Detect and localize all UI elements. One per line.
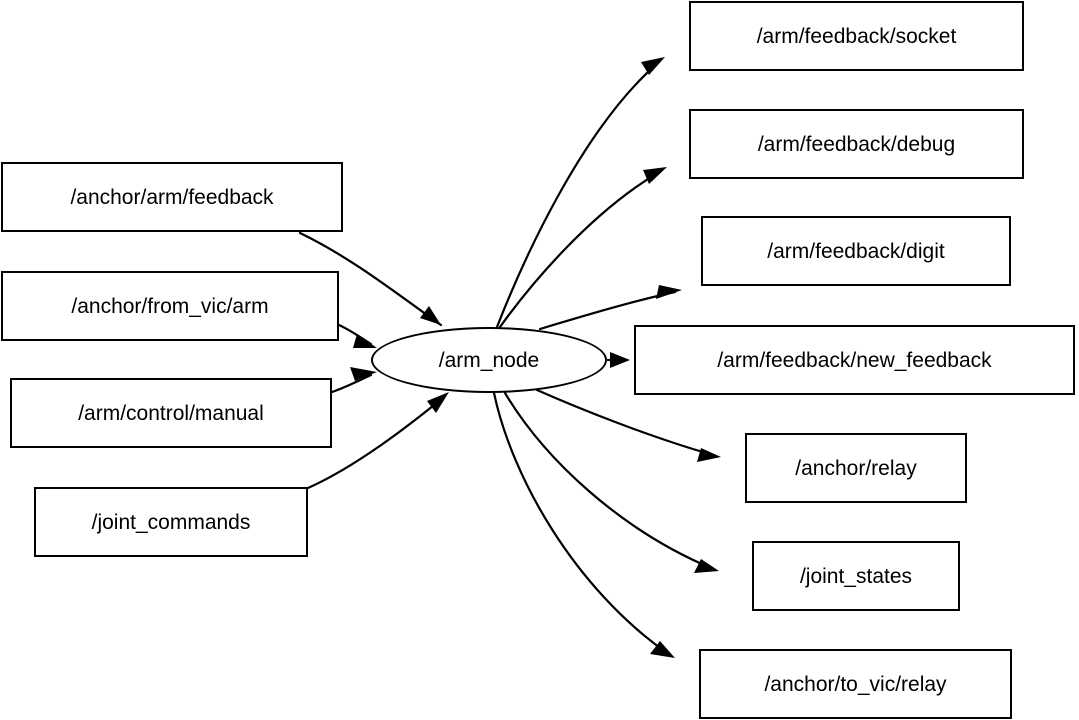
arrowhead-icon	[650, 641, 675, 658]
node-box-subscriber[interactable]: /joint_states	[752, 541, 960, 611]
arrowhead-icon	[643, 167, 667, 184]
node-box-publisher[interactable]: /arm/control/manual	[10, 378, 332, 448]
node-box-subscriber[interactable]: /arm/feedback/digit	[701, 216, 1011, 286]
node-label: /arm/feedback/debug	[757, 132, 956, 156]
node-label: /joint_states	[799, 564, 913, 588]
arrowhead-icon	[656, 285, 682, 299]
edge-outgoing	[538, 290, 677, 331]
edge-outgoing	[495, 60, 661, 329]
node-box-subscriber[interactable]: /arm/feedback/debug	[689, 109, 1024, 179]
node-box-subscriber[interactable]: /anchor/to_vic/relay	[699, 649, 1012, 719]
node-ellipse-arm-node[interactable]: /arm_node	[371, 327, 607, 393]
node-box-subscriber[interactable]: /arm/feedback/new_feedback	[634, 325, 1075, 395]
edge-outgoing	[498, 169, 663, 329]
arrowhead-icon	[610, 352, 630, 368]
node-label: /anchor/from_vic/arm	[71, 294, 269, 318]
arrowhead-icon	[427, 392, 449, 413]
arrowhead-icon	[353, 334, 377, 348]
edge-outgoing	[535, 388, 715, 457]
node-label: /joint_commands	[91, 510, 251, 534]
arrowhead-icon	[420, 306, 441, 325]
node-box-subscriber[interactable]: /arm/feedback/socket	[689, 1, 1024, 71]
node-box-subscriber[interactable]: /anchor/relay	[745, 433, 967, 503]
node-label: /arm/feedback/new_feedback	[717, 348, 992, 372]
node-label: /arm/feedback/digit	[767, 239, 945, 263]
node-box-publisher[interactable]: /joint_commands	[34, 487, 308, 557]
node-label: /arm/control/manual	[78, 401, 264, 425]
edge-incoming	[337, 323, 373, 346]
arrowhead-icon	[697, 448, 721, 462]
edge-outgoing	[503, 391, 713, 570]
arrowhead-icon	[641, 57, 665, 75]
node-label: /anchor/arm/feedback	[70, 185, 274, 209]
edge-incoming	[330, 373, 373, 394]
node-label: /anchor/relay	[795, 456, 917, 480]
node-label: /arm/feedback/socket	[756, 24, 957, 48]
arrowhead-icon	[350, 367, 377, 381]
node-box-publisher[interactable]: /anchor/from_vic/arm	[1, 271, 339, 341]
node-label: /arm_node	[438, 348, 540, 372]
node-label: /anchor/to_vic/relay	[764, 672, 947, 696]
node-box-publisher[interactable]: /anchor/arm/feedback	[1, 162, 343, 232]
edge-outgoing	[492, 391, 669, 655]
arrowhead-icon	[694, 559, 719, 573]
